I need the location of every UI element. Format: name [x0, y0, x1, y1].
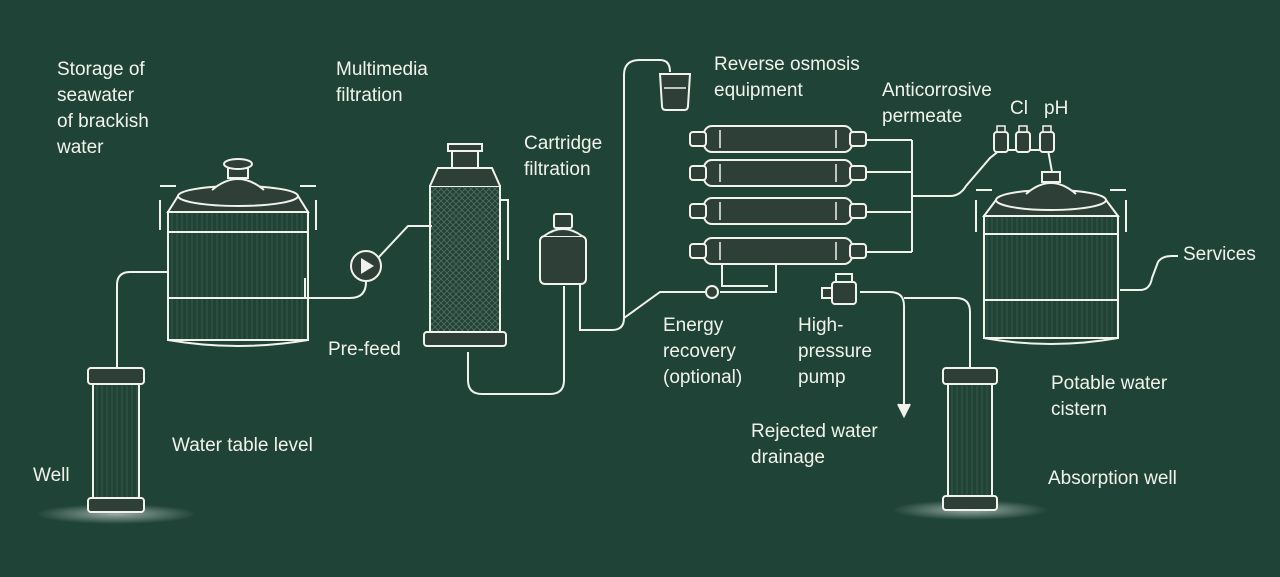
absorption-well-icon — [892, 367, 1048, 520]
potable-tank-icon — [975, 171, 1127, 345]
absorption-well-label: Absorption well — [1048, 468, 1177, 489]
ro-membrane-2 — [689, 159, 867, 187]
ro-label-line-2: equipment — [714, 80, 803, 101]
energy-label-line-3: (optional) — [663, 367, 743, 388]
hp-label-line-3: pump — [798, 367, 846, 388]
multimedia-label-line-2: filtration — [336, 85, 403, 106]
multimedia-label: Multimedia filtration — [336, 57, 428, 109]
ro-membrane-4 — [689, 237, 867, 265]
prefeed-pump-icon — [350, 250, 382, 282]
energy-label-line-1: Energy — [663, 315, 724, 336]
storage-label-line-3: of brackish — [57, 111, 149, 132]
cartridge-label-line-1: Cartridge — [524, 133, 603, 154]
potable-label-line-1: Potable water — [1051, 373, 1168, 394]
ro-membrane-1 — [689, 125, 867, 153]
cartridge-filter-icon — [539, 213, 587, 285]
multimedia-label-line-1: Multimedia — [336, 59, 428, 80]
energy-label-line-2: recovery — [663, 341, 736, 362]
prefeed-label: Pre-feed — [328, 339, 401, 360]
potable-cistern-label: Potable water cistern — [1051, 371, 1167, 423]
pipe-dosing-to-tank — [1047, 149, 1053, 173]
cartridge-label-line-2: filtration — [524, 159, 591, 180]
well-icon — [36, 367, 196, 524]
rejected-label-line-2: drainage — [751, 447, 825, 468]
high-pressure-pump-label: High- pressure pump — [798, 313, 872, 391]
ro-membranes — [689, 125, 867, 265]
rejected-water-label: Rejected water drainage — [751, 419, 878, 471]
storage-tank-icon — [159, 158, 317, 347]
ro-label: Reverse osmosis equipment — [714, 52, 860, 104]
pipe-well-to-storage — [116, 271, 168, 368]
cartridge-label: Cartridge filtration — [524, 131, 602, 183]
pipe-multimedia-to-cartridge — [467, 286, 565, 395]
services-label: Services — [1183, 244, 1256, 265]
ro-membrane-3 — [689, 197, 867, 225]
pipe-storage-to-pump — [304, 278, 367, 299]
ph-label: pH — [1044, 98, 1069, 119]
pipe-energy-recovery — [623, 291, 705, 319]
pipe-services — [1120, 255, 1178, 291]
high-pressure-pump-icon — [821, 273, 857, 305]
pipe-ro-bottom-2 — [721, 262, 768, 287]
anticorrosive-label-line-1: Anticorrosive — [882, 80, 992, 101]
pipe-ro-bottom — [720, 262, 777, 293]
multimedia-filter-icon — [423, 143, 509, 347]
energy-recovery-label: Energy recovery (optional) — [663, 313, 742, 391]
anticorrosive-label: Anticorrosive permeate — [882, 78, 992, 130]
storage-label-line-2: seawater — [57, 85, 135, 106]
hp-label-line-2: pressure — [798, 341, 872, 362]
storage-label-line-4: water — [57, 137, 104, 158]
beaker-icon — [658, 73, 692, 111]
storage-label-line-1: Storage of — [57, 59, 145, 80]
dosing-bottle-icon-2 — [1015, 125, 1031, 153]
pipe-drain-arrow — [897, 403, 911, 419]
energy-recovery-valve-icon — [705, 285, 719, 299]
pipe-pump-to-multimedia — [377, 225, 432, 259]
pipes — [116, 59, 1178, 419]
water-table-label: Water table level — [172, 435, 313, 456]
dosing-bottle-icon-3 — [1039, 125, 1055, 153]
cl-label: Cl — [1010, 98, 1028, 119]
dosing-bottles — [993, 125, 1055, 153]
hp-label-line-1: High- — [798, 315, 844, 336]
pipe-pump-to-drain — [860, 291, 905, 412]
potable-label-line-2: cistern — [1051, 399, 1107, 420]
anticorrosive-label-line-2: permeate — [882, 106, 963, 127]
storage-label: Storage of seawater of brackish water — [57, 57, 149, 161]
ro-label-line-1: Reverse osmosis — [714, 54, 860, 75]
dosing-bottle-icon-1 — [993, 125, 1009, 153]
pipe-cartridge-to-ro — [579, 59, 671, 331]
pipe-pump-to-absorption — [904, 297, 971, 368]
rejected-label-line-1: Rejected water — [751, 421, 878, 442]
well-label: Well — [33, 465, 70, 486]
pipe-permeate-to-dosing — [912, 149, 1001, 197]
